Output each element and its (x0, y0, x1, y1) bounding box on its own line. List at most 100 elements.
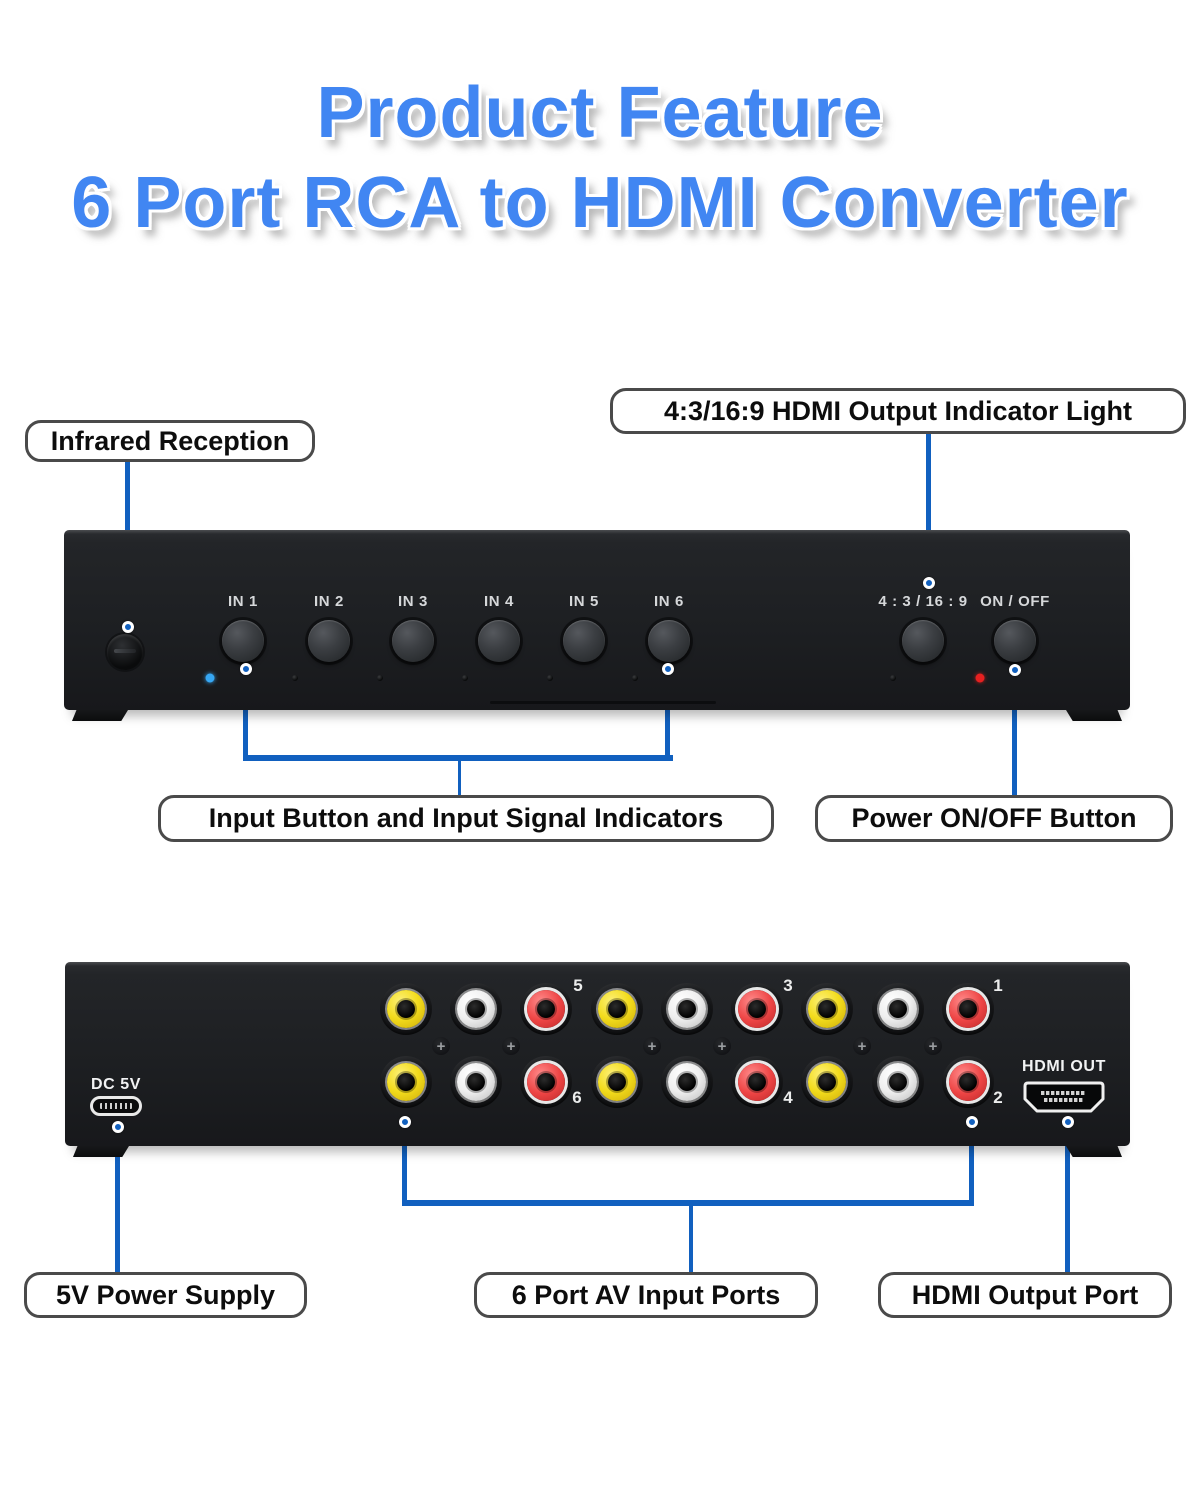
button-label-aspect: 4 : 3 / 16 : 9 (878, 593, 968, 610)
button-label-in5: IN 5 (569, 593, 599, 610)
callout-line-dc (115, 1129, 120, 1272)
title-line-2: 6 Port RCA to HDMI Converter (71, 163, 1129, 243)
callout-line-av-right (969, 1124, 974, 1202)
callout-output-indicator-light: 4:3/16:9 HDMI Output Indicator Light (610, 388, 1186, 434)
push-button-in6 (648, 620, 690, 662)
page-title: Product Feature 6 Port RCA to HDMI Conve… (0, 68, 1200, 248)
rca-jack-white (450, 983, 502, 1035)
button-label-in3: IN 3 (398, 593, 428, 610)
callout-connector-front (243, 755, 673, 761)
input-number-1: 1 (993, 976, 1003, 995)
button-label-power: ON / OFF (980, 593, 1050, 610)
front-button-in1: IN 1 (183, 592, 303, 662)
callout-marker-infrared (122, 621, 134, 633)
rca-jack-yellow (380, 983, 432, 1035)
input-number-2: 2 (993, 1088, 1003, 1107)
push-button-in1 (222, 620, 264, 662)
screw-icon (713, 1037, 731, 1055)
signal-indicator-led-blue (205, 673, 215, 683)
rca-jack-yellow (591, 1056, 643, 1108)
callout-line-in6 (665, 671, 670, 757)
screw-icon (432, 1037, 450, 1055)
rca-jack-red (731, 1056, 783, 1108)
push-button-aspect (902, 620, 944, 662)
hdmi-port (1023, 1081, 1105, 1113)
rca-jack-red (520, 983, 572, 1035)
button-label-in6: IN 6 (654, 593, 684, 610)
push-button-in3 (392, 620, 434, 662)
dc-power-port (90, 1096, 142, 1116)
screw-icon (853, 1037, 871, 1055)
front-button-in6: IN 6 (609, 592, 729, 662)
rca-jack-red (942, 1056, 994, 1108)
rca-jack-yellow (591, 983, 643, 1035)
rca-jack-red (731, 983, 783, 1035)
button-label-in2: IN 2 (314, 593, 344, 610)
signal-indicator-led (632, 675, 638, 681)
screw-icon (502, 1037, 520, 1055)
signal-indicator-led (292, 675, 298, 681)
front-panel-photo: IN 1 IN 2 IN 3 IN 4 IN 5 IN 6 4 : 3 / 16… (64, 530, 1130, 721)
callout-hdmi-output-port: HDMI Output Port (878, 1272, 1172, 1318)
push-button-in5 (563, 620, 605, 662)
device-foot (1066, 710, 1122, 721)
callout-marker-dc (112, 1121, 124, 1133)
callout-marker-in6 (662, 663, 674, 675)
screw-icon (924, 1037, 942, 1055)
signal-indicator-led (377, 675, 383, 681)
button-label-in4: IN 4 (484, 593, 514, 610)
callout-marker-in1 (240, 663, 252, 675)
front-button-power: ON / OFF (955, 592, 1075, 662)
front-button-in4: IN 4 (439, 592, 559, 662)
dc-port-pins (100, 1103, 132, 1109)
callout-power-supply: 5V Power Supply (24, 1272, 307, 1318)
ir-receiver-slit (114, 649, 136, 653)
screw-icon (643, 1037, 661, 1055)
callout-power-button: Power ON/OFF Button (815, 795, 1173, 842)
rca-jack-white (661, 983, 713, 1035)
title-line-1: Product Feature (316, 73, 884, 153)
signal-indicator-led (462, 675, 468, 681)
rca-jack-yellow (380, 1056, 432, 1108)
callout-marker-onoff (1009, 664, 1021, 676)
callout-marker-indicator (923, 577, 935, 589)
device-foot (1066, 1146, 1122, 1157)
callout-input-buttons: Input Button and Input Signal Indicators (158, 795, 774, 842)
input-number-5: 5 (573, 976, 583, 995)
back-panel-photo: 5 3 1 6 4 2 DC 5V HDMI OUT (65, 962, 1130, 1157)
front-button-in5: IN 5 (524, 592, 644, 662)
aspect-indicator-led (890, 675, 896, 681)
rca-jack-white (450, 1056, 502, 1108)
device-foot (72, 710, 128, 721)
hdmi-port-label: HDMI OUT (1022, 1058, 1106, 1075)
input-number-4: 4 (783, 1088, 793, 1107)
callout-line-onoff (1012, 672, 1017, 795)
front-button-in3: IN 3 (353, 592, 473, 662)
button-label-in1: IN 1 (228, 593, 258, 610)
front-button-in2: IN 2 (269, 592, 389, 662)
callout-line-hdmi (1065, 1124, 1070, 1272)
callout-connector-back (402, 1200, 974, 1206)
rca-jack-white (661, 1056, 713, 1108)
rca-jack-red (520, 1056, 572, 1108)
callout-av-input-ports: 6 Port AV Input Ports (474, 1272, 818, 1318)
callout-line-av-left (402, 1124, 407, 1202)
rca-jack-yellow (801, 1056, 853, 1108)
front-button-aspect: 4 : 3 / 16 : 9 (863, 592, 983, 662)
callout-marker-av-right (966, 1116, 978, 1128)
callout-infrared-reception: Infrared Reception (25, 420, 315, 462)
callout-marker-av-left (399, 1116, 411, 1128)
front-panel-groove (490, 701, 716, 704)
dc-port-label: DC 5V (90, 1076, 142, 1093)
device-foot (73, 1146, 129, 1157)
push-button-in2 (308, 620, 350, 662)
rca-jack-red (942, 983, 994, 1035)
ir-receiver (107, 634, 143, 670)
push-button-in4 (478, 620, 520, 662)
rca-jack-yellow (801, 983, 853, 1035)
input-number-3: 3 (783, 976, 793, 995)
push-button-power (994, 620, 1036, 662)
callout-line-in1 (243, 671, 248, 757)
rca-jack-white (872, 1056, 924, 1108)
